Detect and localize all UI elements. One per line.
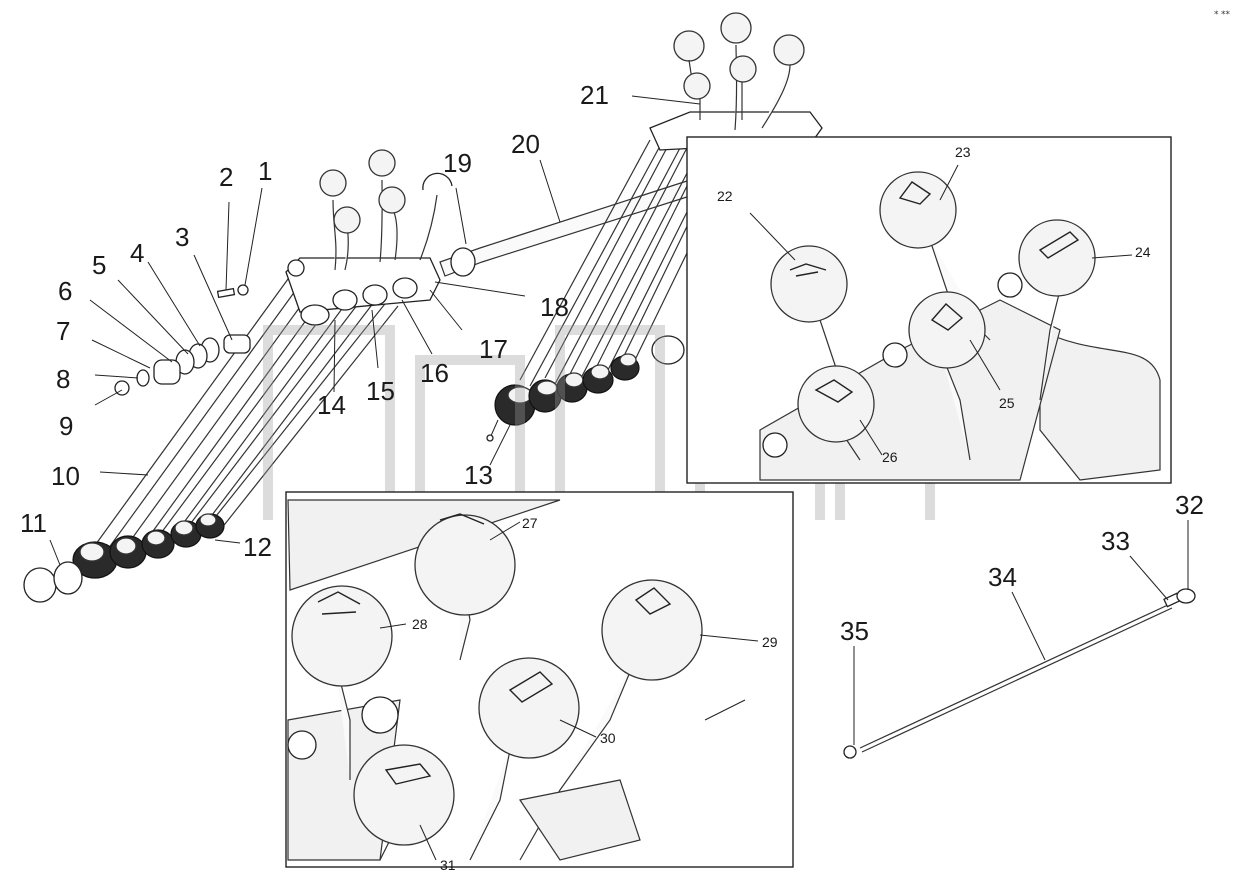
callout-16: 16 <box>420 358 449 388</box>
callout-20: 20 <box>511 129 540 159</box>
callout-35: 35 <box>840 616 869 646</box>
callout-34: 34 <box>988 562 1017 592</box>
cable-assembly <box>843 588 1196 759</box>
detail-panel-lower <box>285 491 794 868</box>
corner-mark: ⁎ ⁎⁎ <box>1214 6 1231 16</box>
top-levers <box>649 12 823 151</box>
callout-27: 27 <box>522 515 538 531</box>
callout-1: 1 <box>258 156 272 186</box>
callout-2: 2 <box>219 162 233 192</box>
end-caps-11 <box>23 561 83 603</box>
callout-14: 14 <box>317 390 346 420</box>
callout-5: 5 <box>92 250 106 280</box>
callout-30: 30 <box>600 730 616 746</box>
callout-17: 17 <box>479 334 508 364</box>
callouts: 1 2 3 4 5 6 7 8 9 10 11 12 13 14 15 16 1… <box>20 80 1204 873</box>
callout-23: 23 <box>955 144 971 160</box>
callout-19: 19 <box>443 148 472 178</box>
callout-12: 12 <box>243 532 272 562</box>
leader-lines <box>49 95 1189 861</box>
callout-13: 13 <box>464 460 493 490</box>
callout-25: 25 <box>999 395 1015 411</box>
callout-22: 22 <box>717 188 733 204</box>
callout-31: 31 <box>440 857 456 873</box>
callout-8: 8 <box>56 364 70 394</box>
right-boots <box>486 335 685 442</box>
callout-29: 29 <box>762 634 778 650</box>
callout-15: 15 <box>366 376 395 406</box>
upper-pivot-left <box>285 257 441 326</box>
callout-28: 28 <box>412 616 428 632</box>
callout-6: 6 <box>58 276 72 306</box>
callout-10: 10 <box>51 461 80 491</box>
left-rod-bundle <box>87 267 399 561</box>
callout-33: 33 <box>1101 526 1130 556</box>
center-shaft <box>439 179 691 277</box>
callout-18: 18 <box>540 292 569 322</box>
callout-21: 21 <box>580 80 609 110</box>
callout-32: 32 <box>1175 490 1204 520</box>
callout-26: 26 <box>882 449 898 465</box>
callout-11: 11 <box>20 508 47 538</box>
small-parts <box>114 284 251 396</box>
left-boots <box>72 513 225 579</box>
callout-4: 4 <box>130 238 144 268</box>
left-levers <box>319 149 453 271</box>
callout-24: 24 <box>1135 244 1151 260</box>
callout-3: 3 <box>175 222 189 252</box>
detail-panel-upper <box>686 136 1172 484</box>
callout-7: 7 <box>56 316 70 346</box>
callout-9: 9 <box>59 411 73 441</box>
